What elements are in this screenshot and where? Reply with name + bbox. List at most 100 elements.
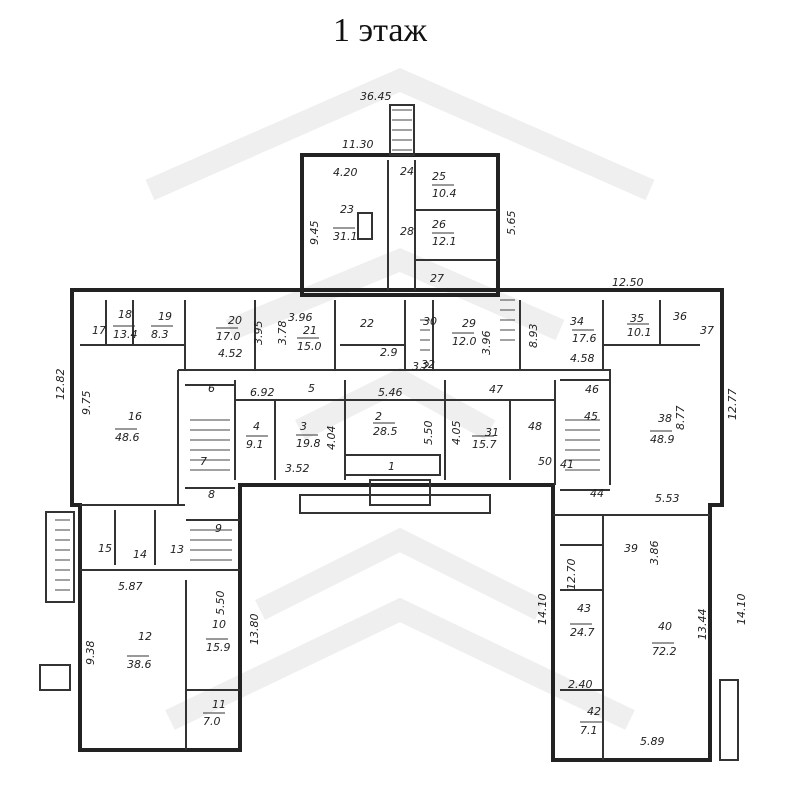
dim-west-wing-w: 5.87 bbox=[118, 580, 143, 593]
room-number: 41 bbox=[560, 458, 574, 471]
room-number: 6 bbox=[208, 382, 215, 395]
room-number: 16 bbox=[128, 410, 142, 423]
dim-r44-w: 2.40 bbox=[568, 678, 593, 691]
room-number: 8 bbox=[208, 488, 215, 501]
room-number: 19 bbox=[158, 310, 172, 323]
room-number: 26 bbox=[432, 218, 446, 231]
dim-west-wing-h: 9.38 bbox=[84, 641, 97, 666]
room-area: 48.6 bbox=[115, 431, 140, 444]
room-number: 15 bbox=[98, 542, 112, 555]
room-number: 32 bbox=[421, 358, 435, 371]
entrance-porch bbox=[39, 454, 739, 761]
room-number: 5 bbox=[308, 382, 315, 395]
room-number: 30 bbox=[423, 315, 437, 328]
room-number: 43 bbox=[577, 602, 591, 615]
dim-r23-h: 9.45 bbox=[308, 221, 321, 246]
room-number: 27 bbox=[430, 272, 444, 285]
dim-east-height2: 8.77 bbox=[674, 406, 687, 431]
room-number: 28 bbox=[400, 225, 414, 238]
dim-r27-h: 2.9 bbox=[380, 346, 398, 359]
room-number: 9 bbox=[215, 522, 222, 535]
room-number: 24 bbox=[400, 165, 414, 178]
room-number: 18 bbox=[118, 308, 132, 321]
room-labels: 228.5319.849.1567891015.9117.01238.61314… bbox=[92, 165, 714, 737]
room-number: 20 bbox=[228, 314, 242, 327]
room-area: 31.1 bbox=[333, 230, 358, 243]
dim-bottom-east: 5.89 bbox=[640, 735, 665, 748]
room-number: 29 bbox=[462, 317, 476, 330]
room-number: 7 bbox=[200, 455, 207, 468]
room-number: 14 bbox=[133, 548, 147, 561]
dim-east-wing-w: 3.86 bbox=[648, 541, 661, 566]
dim-annex-side: 5.65 bbox=[505, 211, 518, 236]
dim-r32-w: 3.2 bbox=[412, 360, 430, 373]
room-area: 10.1 bbox=[627, 326, 652, 339]
room-number: 47 bbox=[489, 383, 503, 396]
room-area: 72.2 bbox=[652, 645, 677, 658]
room-number: 13 bbox=[170, 543, 184, 556]
dim-r20-h: 3.95 bbox=[252, 321, 265, 346]
room-number: 36 bbox=[673, 310, 687, 323]
room-area: 38.6 bbox=[127, 658, 152, 671]
dim-east-wing-w2: 5.53 bbox=[655, 492, 680, 505]
dim-r20-w: 4.52 bbox=[218, 347, 243, 360]
room-area: 12.0 bbox=[452, 335, 477, 348]
room-area: 12.1 bbox=[432, 235, 457, 248]
room-number: 46 bbox=[585, 383, 599, 396]
room-number: 3 bbox=[300, 420, 307, 433]
dim-r34-h: 8.93 bbox=[527, 324, 540, 349]
floor-title: 1 этаж bbox=[333, 12, 427, 49]
room-number: 1 bbox=[388, 460, 395, 473]
room-number: 42 bbox=[587, 705, 601, 718]
room-area: 17.0 bbox=[216, 330, 241, 343]
room-area: 19.8 bbox=[296, 437, 321, 450]
room-area: 15.7 bbox=[472, 438, 497, 451]
dim-r3-w: 3.52 bbox=[285, 462, 310, 475]
room-number: 23 bbox=[340, 203, 354, 216]
dim-west-wing-h3: 5.50 bbox=[214, 591, 227, 616]
room-number: 2 bbox=[375, 410, 382, 423]
dim-east-top: 12.50 bbox=[612, 276, 644, 289]
dim-r5-w: 6.92 bbox=[250, 386, 275, 399]
room-area: 7.1 bbox=[580, 724, 598, 737]
dim-r29-h: 3.96 bbox=[480, 331, 493, 356]
room-number: 22 bbox=[360, 317, 374, 330]
room-area: 24.7 bbox=[570, 626, 595, 639]
room-area: 7.0 bbox=[203, 715, 221, 728]
room-number: 34 bbox=[570, 315, 584, 328]
room-number: 10 bbox=[212, 618, 226, 631]
room-number: 40 bbox=[658, 620, 672, 633]
room-number: 39 bbox=[624, 542, 638, 555]
dim-r2-h: 5.50 bbox=[422, 421, 435, 446]
dim-r34-w: 4.58 bbox=[570, 352, 595, 365]
room-area: 15.9 bbox=[206, 641, 231, 654]
dim-r23-w: 4.20 bbox=[333, 166, 358, 179]
room-number: 38 bbox=[658, 412, 672, 425]
partitions bbox=[80, 160, 710, 760]
room-number: 11 bbox=[212, 698, 226, 711]
dim-west-wing-h2: 13.80 bbox=[248, 614, 261, 646]
room-area: 13.4 bbox=[113, 328, 138, 341]
dim-r31-h: 4.05 bbox=[450, 421, 463, 446]
room-number: 25 bbox=[432, 170, 446, 183]
room-area: 10.4 bbox=[432, 187, 457, 200]
dim-east-wing-h2: 13.44 bbox=[696, 609, 709, 641]
room-number: 21 bbox=[303, 324, 317, 337]
room-number: 50 bbox=[538, 455, 552, 468]
dim-west-height: 12.82 bbox=[54, 369, 67, 401]
room-area: 8.3 bbox=[151, 328, 169, 341]
room-number: 44 bbox=[590, 487, 604, 500]
staircases bbox=[45, 109, 600, 603]
room-number: 4 bbox=[253, 420, 260, 433]
dim-east-wing-h3: 14.10 bbox=[735, 594, 748, 626]
room-area: 9.1 bbox=[246, 438, 264, 451]
dim-east-height: 12.77 bbox=[726, 389, 739, 421]
room-area: 15.0 bbox=[297, 340, 322, 353]
dim-east-wing-h4: 12.70 bbox=[565, 559, 578, 591]
dim-annex: 11.30 bbox=[342, 138, 374, 151]
dim-r3-h: 4.04 bbox=[325, 426, 338, 451]
room-number: 17 bbox=[92, 324, 106, 337]
room-area: 17.6 bbox=[572, 332, 597, 345]
